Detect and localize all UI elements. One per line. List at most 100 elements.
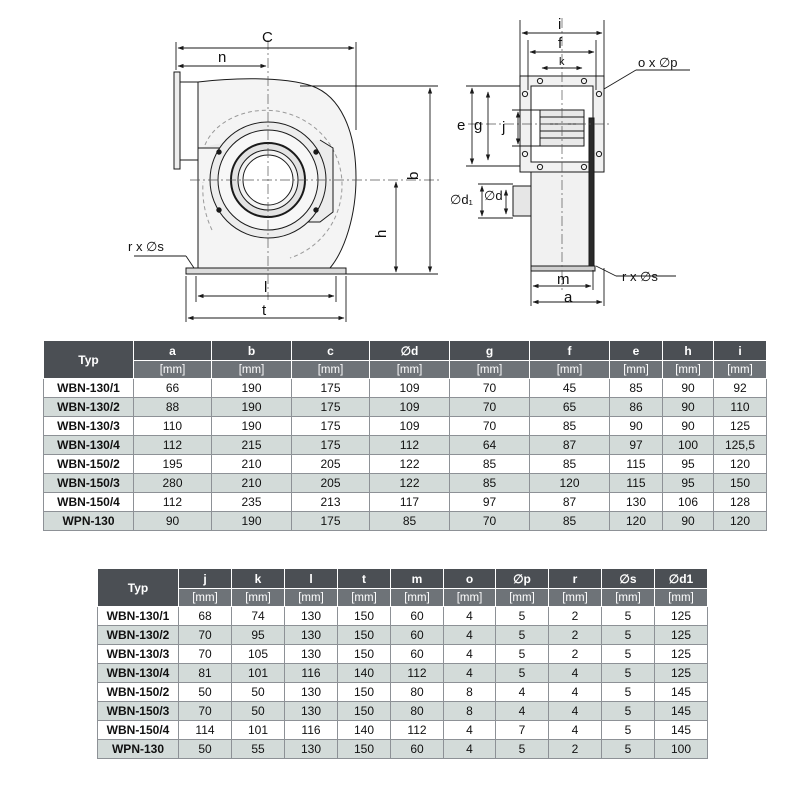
table-cell: 125 — [654, 663, 708, 683]
table-cell: 55 — [231, 739, 285, 759]
dim-label-op: o x ∅p — [638, 55, 678, 70]
table-cell: 5 — [495, 644, 549, 664]
table-cell: 70 — [449, 378, 530, 398]
dim-label-t: t — [262, 302, 267, 319]
table-cell: 50 — [231, 682, 285, 702]
unit-cell: [mm] — [548, 588, 602, 607]
table-cell: 4 — [495, 701, 549, 721]
unit-cell: [mm] — [284, 588, 338, 607]
table-cell: 5 — [601, 739, 655, 759]
table-cell: 4 — [548, 701, 602, 721]
table-cell: 145 — [654, 720, 708, 740]
table-cell: 120 — [713, 454, 767, 474]
unit-row: [mm][mm][mm][mm][mm][mm][mm][mm][mm] — [44, 360, 767, 379]
table-cell: 70 — [178, 644, 232, 664]
unit-cell: [mm] — [133, 360, 212, 379]
table-cell: 4 — [443, 663, 496, 683]
table-cell: 190 — [211, 397, 292, 417]
table-cell: 60 — [390, 625, 444, 645]
table-cell: 85 — [529, 416, 610, 436]
table-cell: 175 — [291, 397, 370, 417]
table-cell: 87 — [529, 492, 610, 512]
table-cell: 4 — [443, 739, 496, 759]
unit-row: [mm][mm][mm][mm][mm][mm][mm][mm][mm][mm] — [98, 588, 708, 607]
table-cell: 117 — [369, 492, 450, 512]
table-cell: 70 — [178, 625, 232, 645]
row-type-name: WBN-150/2 — [43, 454, 134, 474]
table-cell: 95 — [662, 473, 714, 493]
table-cell: 235 — [211, 492, 292, 512]
table-cell: 5 — [601, 663, 655, 683]
unit-cell: [mm] — [713, 360, 767, 379]
table-cell: 85 — [449, 454, 530, 474]
table-cell: 4 — [443, 625, 496, 645]
table-cell: 4 — [548, 663, 602, 683]
table-cell: 205 — [291, 473, 370, 493]
table-cell: 190 — [211, 511, 292, 531]
dim-label-b: b — [405, 172, 422, 180]
dim-label-d: ∅d — [484, 188, 503, 203]
table-cell: 97 — [609, 435, 663, 455]
table-cell: 213 — [291, 492, 370, 512]
unit-cell: [mm] — [369, 360, 450, 379]
table-cell: 120 — [609, 511, 663, 531]
table-cell: 130 — [284, 701, 338, 721]
table-cell: 125 — [654, 644, 708, 664]
table-cell: 175 — [291, 378, 370, 398]
row-type-name: WBN-130/4 — [97, 663, 179, 683]
unit-cell: [mm] — [443, 588, 496, 607]
typ-header: Typ — [43, 340, 134, 379]
table-cell: 50 — [178, 682, 232, 702]
column-header: ∅d1 — [654, 568, 708, 589]
row-type-name: WBN-130/3 — [97, 644, 179, 664]
table-cell: 97 — [449, 492, 530, 512]
table-cell: 100 — [654, 739, 708, 759]
column-header: m — [390, 568, 444, 589]
unit-cell: [mm] — [390, 588, 444, 607]
dim-label-a: a — [564, 289, 573, 306]
table-cell: 5 — [495, 739, 549, 759]
table-cell: 5 — [601, 644, 655, 664]
row-type-name: WBN-150/3 — [97, 701, 179, 721]
column-header: e — [609, 340, 663, 361]
table-cell: 68 — [178, 606, 232, 626]
table-cell: 150 — [337, 606, 391, 626]
table-cell: 115 — [609, 454, 663, 474]
table-cell: 5 — [495, 606, 549, 626]
table-cell: 4 — [443, 644, 496, 664]
column-header: i — [713, 340, 767, 361]
table-cell: 5 — [601, 682, 655, 702]
table-cell: 190 — [211, 378, 292, 398]
table-cell: 5 — [601, 701, 655, 721]
table-cell: 128 — [713, 492, 767, 512]
unit-cell: [mm] — [291, 360, 370, 379]
dim-label-n: n — [218, 49, 226, 66]
table-cell: 125 — [654, 625, 708, 645]
table-cell: 80 — [390, 682, 444, 702]
column-header: g — [449, 340, 530, 361]
table-cell: 106 — [662, 492, 714, 512]
side-view — [512, 75, 605, 272]
unit-cell: [mm] — [449, 360, 530, 379]
unit-cell: [mm] — [495, 588, 549, 607]
column-header: h — [662, 340, 714, 361]
table-cell: 205 — [291, 454, 370, 474]
table-cell: 90 — [662, 511, 714, 531]
table-cell: 70 — [178, 701, 232, 721]
table-cell: 130 — [284, 682, 338, 702]
table-cell: 150 — [337, 625, 391, 645]
typ-header: Typ — [97, 568, 179, 607]
table-cell: 5 — [601, 606, 655, 626]
unit-cell: [mm] — [231, 588, 285, 607]
